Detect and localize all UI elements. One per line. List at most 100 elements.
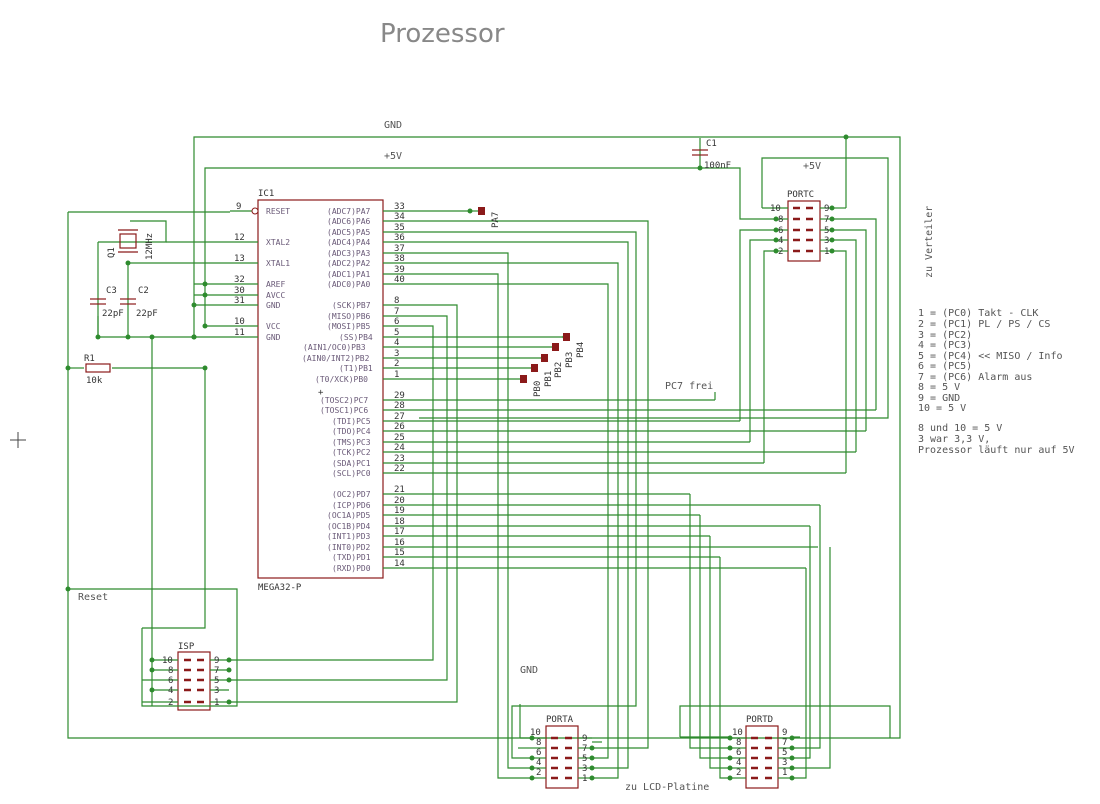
capacitor-c2: C2 22pF <box>120 286 158 319</box>
svg-text:(ADC3)PA3: (ADC3)PA3 <box>327 249 371 258</box>
svg-text:9: 9 <box>236 202 241 212</box>
net-gnd-top: GND <box>384 120 402 131</box>
svg-text:11: 11 <box>234 328 245 338</box>
svg-text:32: 32 <box>234 275 245 285</box>
svg-text:PB0: PB0 <box>533 381 543 397</box>
svg-text:(ADC1)PA1: (ADC1)PA1 <box>327 270 371 279</box>
svg-text:22pF: 22pF <box>136 309 158 319</box>
svg-text:18: 18 <box>394 517 405 527</box>
wire-portd-routing <box>679 494 891 779</box>
svg-text:14: 14 <box>394 559 405 569</box>
svg-text:3 = (PC2): 3 = (PC2) <box>918 330 972 341</box>
svg-text:30: 30 <box>234 286 245 296</box>
capacitor-c3: C3 22pF <box>90 286 124 319</box>
svg-text:40: 40 <box>394 275 405 285</box>
svg-text:8: 8 <box>536 738 541 748</box>
svg-text:(TDO)PC4: (TDO)PC4 <box>332 427 371 436</box>
svg-text:12: 12 <box>234 233 245 243</box>
page-title: Prozessor <box>380 19 505 49</box>
svg-text:31: 31 <box>234 296 245 306</box>
wire-5v-bus <box>204 138 889 419</box>
svg-text:7 = (PC6) Alarm aus: 7 = (PC6) Alarm aus <box>918 372 1032 383</box>
svg-text:PB2: PB2 <box>554 362 564 378</box>
svg-text:9 = GND: 9 = GND <box>918 393 960 404</box>
svg-text:8 = 5 V: 8 = 5 V <box>918 382 960 393</box>
svg-text:24: 24 <box>394 443 405 453</box>
connector-isp: ISP 10 9 8 7 6 5 4 3 2 1 <box>141 368 232 711</box>
svg-text:2 = (PC1) PL / PS / CS: 2 = (PC1) PL / PS / CS <box>918 319 1050 330</box>
net-5v-top: +5V <box>384 151 402 162</box>
net-5v-portc: +5V <box>803 161 821 172</box>
svg-text:8: 8 <box>168 666 173 676</box>
svg-text:4: 4 <box>168 686 173 696</box>
svg-text:AVCC: AVCC <box>266 291 285 300</box>
svg-text:28: 28 <box>394 401 405 411</box>
svg-text:(T0/XCK)PB0: (T0/XCK)PB0 <box>315 375 368 384</box>
svg-text:(SDA)PC1: (SDA)PC1 <box>332 459 371 468</box>
svg-text:(OC2)PD7: (OC2)PD7 <box>332 490 371 499</box>
svg-text:8: 8 <box>394 296 399 306</box>
svg-text:(ADC5)PA5: (ADC5)PA5 <box>327 228 371 237</box>
svg-text:XTAL2: XTAL2 <box>266 238 290 247</box>
svg-text:2: 2 <box>536 768 541 778</box>
svg-text:(TMS)PC3: (TMS)PC3 <box>332 438 371 447</box>
svg-text:1: 1 <box>824 247 829 257</box>
svg-text:(SCL)PC0: (SCL)PC0 <box>332 469 371 478</box>
svg-text:4: 4 <box>536 758 541 768</box>
svg-text:7: 7 <box>582 744 587 754</box>
svg-text:39: 39 <box>394 265 405 275</box>
svg-text:1: 1 <box>394 370 399 380</box>
svg-text:5: 5 <box>782 748 787 758</box>
wire-reset-crystal <box>65 211 238 707</box>
svg-text:5: 5 <box>394 328 399 338</box>
connector-portd: PORTD 10 9 8 7 6 5 4 3 2 1 <box>727 715 795 789</box>
svg-text:4: 4 <box>778 236 783 246</box>
svg-text:7: 7 <box>782 738 787 748</box>
svg-text:8: 8 <box>736 738 741 748</box>
side-label: zu Verteiler <box>924 206 935 278</box>
ic1-body <box>257 199 384 579</box>
svg-text:ISP: ISP <box>178 642 195 652</box>
svg-text:GND: GND <box>266 333 281 342</box>
svg-text:Prozessor läuft nur auf 5V: Prozessor läuft nur auf 5V <box>918 445 1075 456</box>
svg-text:12MHz: 12MHz <box>145 233 155 260</box>
svg-text:2: 2 <box>168 698 173 708</box>
wire-gnd-bus <box>67 134 901 739</box>
svg-text:26: 26 <box>394 422 405 432</box>
svg-text:(MISO)PB6: (MISO)PB6 <box>327 312 371 321</box>
svg-text:(SCK)PB7: (SCK)PB7 <box>332 301 371 310</box>
svg-text:GND: GND <box>266 301 281 310</box>
svg-text:23: 23 <box>394 454 405 464</box>
crystal-q1: Q1 12MHz <box>107 229 155 260</box>
resistor-r1: R1 10k <box>84 354 111 386</box>
wire-portc-routing <box>419 218 877 473</box>
svg-text:3 war 3,3 V,: 3 war 3,3 V, <box>918 434 990 445</box>
svg-text:XTAL1: XTAL1 <box>266 259 290 268</box>
notes-block: 1 = (PC0) Takt - CLK 2 = (PC1) PL / PS /… <box>918 308 1075 456</box>
svg-text:10: 10 <box>530 728 541 738</box>
svg-text:22pF: 22pF <box>102 309 124 319</box>
svg-text:7: 7 <box>214 666 219 676</box>
connector-porta: PORTA 10 9 8 7 6 5 4 3 2 1 <box>518 704 595 789</box>
svg-text:10: 10 <box>770 204 781 214</box>
svg-text:PA7: PA7 <box>491 212 501 228</box>
svg-text:C2: C2 <box>138 286 149 296</box>
svg-text:33: 33 <box>394 202 405 212</box>
svg-text:(TDI)PC5: (TDI)PC5 <box>332 417 371 426</box>
svg-text:(TXD)PD1: (TXD)PD1 <box>332 553 371 562</box>
svg-text:5 = (PC4) << MISO / Info: 5 = (PC4) << MISO / Info <box>918 351 1063 362</box>
svg-text:6: 6 <box>394 317 399 327</box>
svg-text:(OC1A)PD5: (OC1A)PD5 <box>327 511 371 520</box>
svg-text:2: 2 <box>394 359 399 369</box>
svg-text:16: 16 <box>394 538 405 548</box>
svg-text:(ADC4)PA4: (ADC4)PA4 <box>327 238 371 247</box>
svg-text:10: 10 <box>234 317 245 327</box>
svg-text:6: 6 <box>736 748 741 758</box>
svg-text:38: 38 <box>394 254 405 264</box>
svg-text:5: 5 <box>824 226 829 236</box>
svg-text:(TOSC1)PC6: (TOSC1)PC6 <box>320 406 368 415</box>
svg-text:22: 22 <box>394 464 405 474</box>
svg-text:13: 13 <box>234 254 245 264</box>
svg-text:1: 1 <box>214 698 219 708</box>
